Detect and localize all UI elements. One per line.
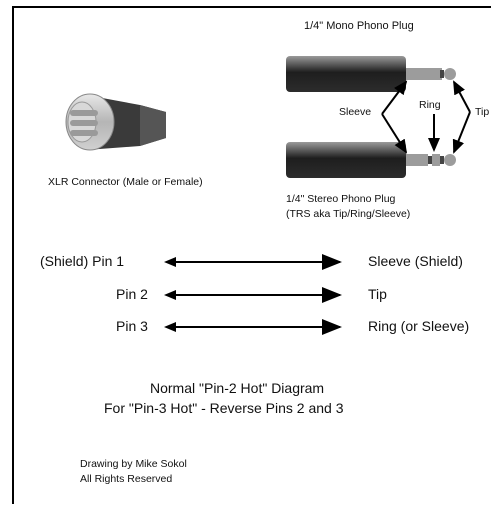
diagram-frame [12, 6, 491, 504]
stereo-plug-label-line1: 1/4" Stereo Phono Plug [286, 193, 396, 205]
tip-callout: Tip [475, 106, 490, 118]
stereo-plug-drawing [286, 142, 456, 178]
credit-line1: Drawing by Mike Sokol [80, 458, 187, 470]
pin-map-arrow-left-heads [164, 257, 194, 332]
pin2-label: Pin 2 [116, 286, 148, 302]
xlr-connector-drawing [65, 93, 166, 151]
stereo-plug-label-line2: (TRS aka Tip/Ring/Sleeve) [286, 208, 411, 220]
pin-map-arrows [194, 254, 342, 335]
sleeve-shield-label: Sleeve (Shield) [368, 253, 463, 269]
sleeve-callout: Sleeve [339, 106, 372, 118]
xlr-connector-label: XLR Connector (Male or Female) [48, 176, 203, 188]
tip-label: Tip [368, 286, 387, 302]
plug-callout-arrows [381, 80, 471, 154]
caption-line2: For "Pin-3 Hot" - Reverse Pins 2 and 3 [104, 400, 344, 416]
mono-plug-drawing [286, 56, 456, 92]
ring-or-sleeve-label: Ring (or Sleeve) [368, 318, 470, 334]
caption-line1: Normal "Pin-2 Hot" Diagram [150, 380, 325, 396]
mono-plug-label: 1/4" Mono Phono Plug [304, 20, 414, 32]
ring-callout: Ring [419, 99, 441, 111]
credit-line2: All Rights Reserved [80, 473, 173, 485]
pin1-label: (Shield) Pin 1 [40, 253, 125, 269]
pin3-label: Pin 3 [116, 318, 148, 334]
